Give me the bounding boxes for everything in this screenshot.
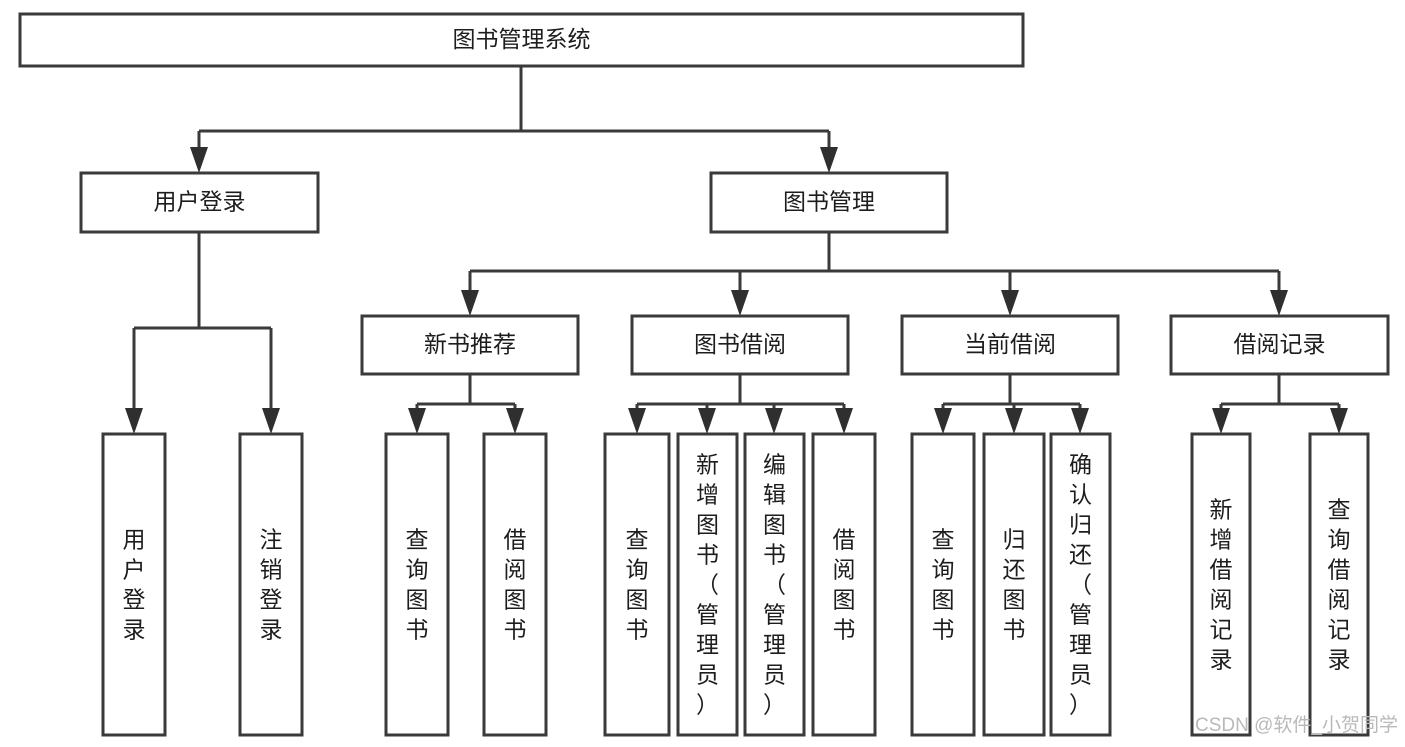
node-leaf-6-box[interactable]	[743, 432, 806, 737]
arrow-down-icon-books-3	[1270, 290, 1288, 316]
node-level2-0-box[interactable]	[360, 314, 580, 376]
node-leaf-12-box[interactable]	[1308, 432, 1370, 737]
node-root-system-label: 图书管理系统	[453, 26, 591, 52]
node-leaf-7[interactable]: 借阅图书	[811, 432, 877, 737]
arrow-down-icon-login-0	[125, 408, 143, 434]
arrow-down-icon-root-0	[190, 147, 208, 173]
node-layer: 图书管理系统用户登录图书管理新书推荐图书借阅当前借阅借阅记录用户登录注销登录查询…	[18, 12, 1390, 737]
arrow-down-icon-leaf-0	[408, 408, 426, 434]
node-leaf-2-label: 查询图书	[406, 527, 429, 643]
node-leaf-8-label: 查询图书	[932, 527, 955, 643]
csdn-watermark: CSDN @软件_小贺同学	[1195, 714, 1398, 736]
node-leaf-5[interactable]: 新增图书（管理员）	[676, 432, 739, 737]
node-leaf-9-label: 归还图书	[1003, 527, 1026, 643]
node-leaf-2-box[interactable]	[384, 432, 450, 737]
arrow-down-icon-leaf-2	[628, 408, 646, 434]
node-leaf-10-label: 确认归还（管理员）	[1069, 452, 1092, 718]
node-leaf-2[interactable]: 查询图书	[384, 432, 450, 737]
node-leaf-4-box[interactable]	[603, 432, 671, 737]
node-level2-2-box[interactable]	[900, 314, 1120, 376]
node-level2-2-label: 当前借阅	[964, 331, 1056, 357]
node-level2-1[interactable]: 图书借阅	[630, 314, 850, 376]
arrow-down-icon-leaf-4	[765, 408, 783, 434]
node-leaf-0[interactable]: 用户登录	[101, 432, 167, 737]
node-level1-0[interactable]: 用户登录	[79, 171, 320, 234]
arrow-down-icon-login-1	[262, 408, 280, 434]
node-leaf-4-label: 查询图书	[626, 527, 649, 643]
node-leaf-1-box[interactable]	[238, 432, 304, 737]
node-level1-1-box[interactable]	[709, 171, 949, 234]
node-level1-1[interactable]: 图书管理	[709, 171, 949, 234]
node-leaf-7-box[interactable]	[811, 432, 877, 737]
node-root-system-box[interactable]	[18, 12, 1025, 68]
arrow-down-icon-leaf-6	[934, 408, 952, 434]
node-leaf-8[interactable]: 查询图书	[910, 432, 976, 737]
node-leaf-3[interactable]: 借阅图书	[482, 432, 548, 737]
node-root-system[interactable]: 图书管理系统	[18, 12, 1025, 68]
node-level2-0[interactable]: 新书推荐	[360, 314, 580, 376]
arrow-down-icon-leaf-9	[1212, 408, 1230, 434]
arrow-down-icon-books-0	[461, 290, 479, 316]
arrow-down-icon-books-2	[1001, 290, 1019, 316]
node-level2-3-label: 借阅记录	[1234, 331, 1326, 357]
arrow-down-icon-leaf-7	[1005, 408, 1023, 434]
node-leaf-3-box[interactable]	[482, 432, 548, 737]
node-leaf-5-box[interactable]	[676, 432, 739, 737]
node-level1-0-label: 用户登录	[154, 189, 246, 215]
node-leaf-11-box[interactable]	[1190, 432, 1252, 737]
node-leaf-0-box[interactable]	[101, 432, 167, 737]
node-leaf-11-label: 新增借阅记录	[1210, 497, 1233, 673]
node-leaf-6-label: 编辑图书（管理员）	[763, 452, 786, 718]
node-leaf-9[interactable]: 归还图书	[982, 432, 1046, 737]
arrow-down-icon-leaf-3	[698, 408, 716, 434]
connector-layer	[125, 66, 1348, 434]
node-leaf-12-label: 查询借阅记录	[1328, 497, 1351, 673]
node-leaf-11[interactable]: 新增借阅记录	[1190, 432, 1252, 737]
node-level1-0-box[interactable]	[79, 171, 320, 234]
node-leaf-10-box[interactable]	[1049, 432, 1112, 737]
arrow-down-icon-leaf-5	[835, 408, 853, 434]
node-leaf-8-box[interactable]	[910, 432, 976, 737]
node-level2-3[interactable]: 借阅记录	[1169, 314, 1390, 376]
arrow-down-icon-leaf-10	[1330, 408, 1348, 434]
node-level2-1-label: 图书借阅	[694, 331, 786, 357]
node-leaf-7-label: 借阅图书	[833, 527, 856, 643]
node-leaf-1[interactable]: 注销登录	[238, 432, 304, 737]
node-level1-1-label: 图书管理	[783, 189, 875, 215]
node-leaf-9-box[interactable]	[982, 432, 1046, 737]
arrow-down-icon-leaf-8	[1071, 408, 1089, 434]
node-level2-0-label: 新书推荐	[424, 331, 516, 357]
node-leaf-1-label: 注销登录	[260, 527, 283, 643]
node-leaf-6[interactable]: 编辑图书（管理员）	[743, 432, 806, 737]
node-level2-2[interactable]: 当前借阅	[900, 314, 1120, 376]
node-leaf-5-label: 新增图书（管理员）	[696, 452, 719, 718]
node-leaf-3-label: 借阅图书	[504, 527, 527, 643]
node-leaf-0-label: 用户登录	[123, 527, 146, 643]
node-leaf-12[interactable]: 查询借阅记录	[1308, 432, 1370, 737]
arrow-down-icon-books-1	[731, 290, 749, 316]
node-leaf-10[interactable]: 确认归还（管理员）	[1049, 432, 1112, 737]
arrow-down-icon-leaf-1	[506, 408, 524, 434]
node-level2-1-box[interactable]	[630, 314, 850, 376]
node-leaf-4[interactable]: 查询图书	[603, 432, 671, 737]
arrow-down-icon-root-1	[820, 147, 838, 173]
node-level2-3-box[interactable]	[1169, 314, 1390, 376]
